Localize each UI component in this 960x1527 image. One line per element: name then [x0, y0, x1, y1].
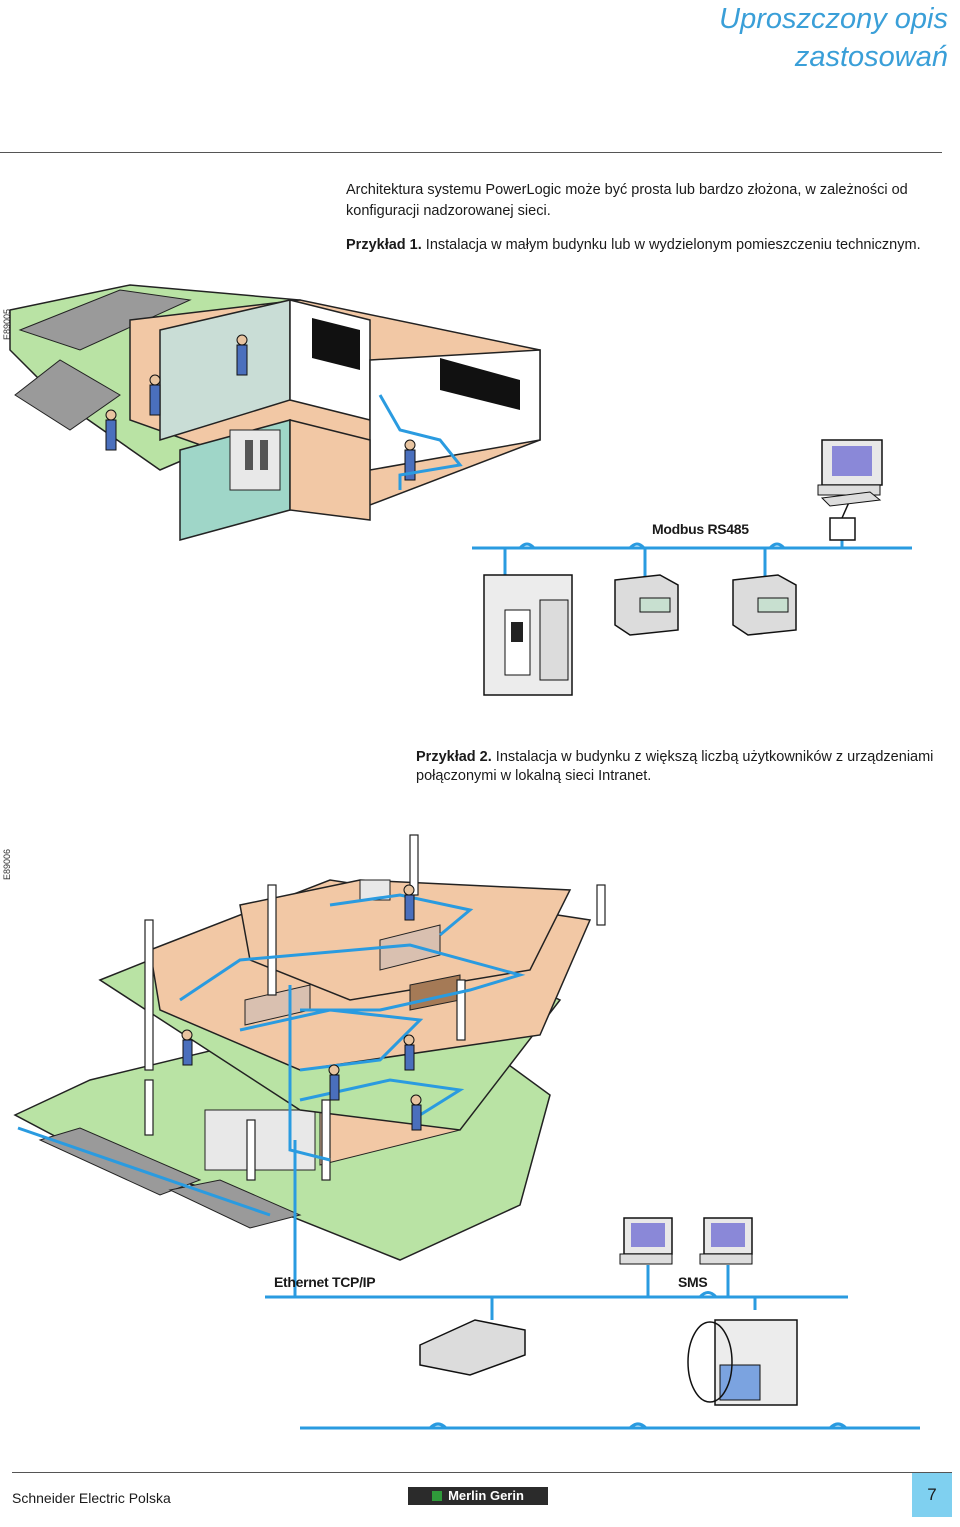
ethernet-label: Ethernet TCP/IP [274, 1274, 376, 1290]
modbus-label: Modbus RS485 [652, 521, 749, 537]
sms-label: SMS [678, 1274, 708, 1290]
example2-caption: Przykład 2. Instalacja w budynku z więks… [416, 748, 956, 786]
example2-label: Przykład 2. [416, 749, 492, 765]
header-divider [0, 152, 942, 153]
example2-text: Instalacja w budynku z większą liczbą uż… [416, 749, 934, 784]
brand-name: Merlin Gerin [448, 1488, 524, 1503]
example2-illustration [13, 834, 920, 1430]
footer-divider [12, 1472, 952, 1473]
page-title-line1: Uproszczony opis [719, 3, 948, 35]
example1-illustration [9, 284, 912, 696]
page-number: 7 [912, 1473, 952, 1517]
page-title: Uproszczony opis zastosowań [719, 0, 948, 76]
footer-company: Schneider Electric Polska [12, 1490, 171, 1506]
brand-mark-icon [432, 1491, 443, 1501]
example1-text: Instalacja w małym budynku lub w wydziel… [421, 237, 921, 253]
brand-logo: Merlin Gerin [408, 1487, 548, 1505]
intro-paragraph: Architektura systemu PowerLogic może być… [346, 182, 908, 219]
example1-label: Przykład 1. [346, 237, 422, 253]
page-title-line2: zastosowań [794, 41, 948, 73]
example1-caption: Przykład 1. Instalacja w małym budynku l… [346, 236, 946, 255]
